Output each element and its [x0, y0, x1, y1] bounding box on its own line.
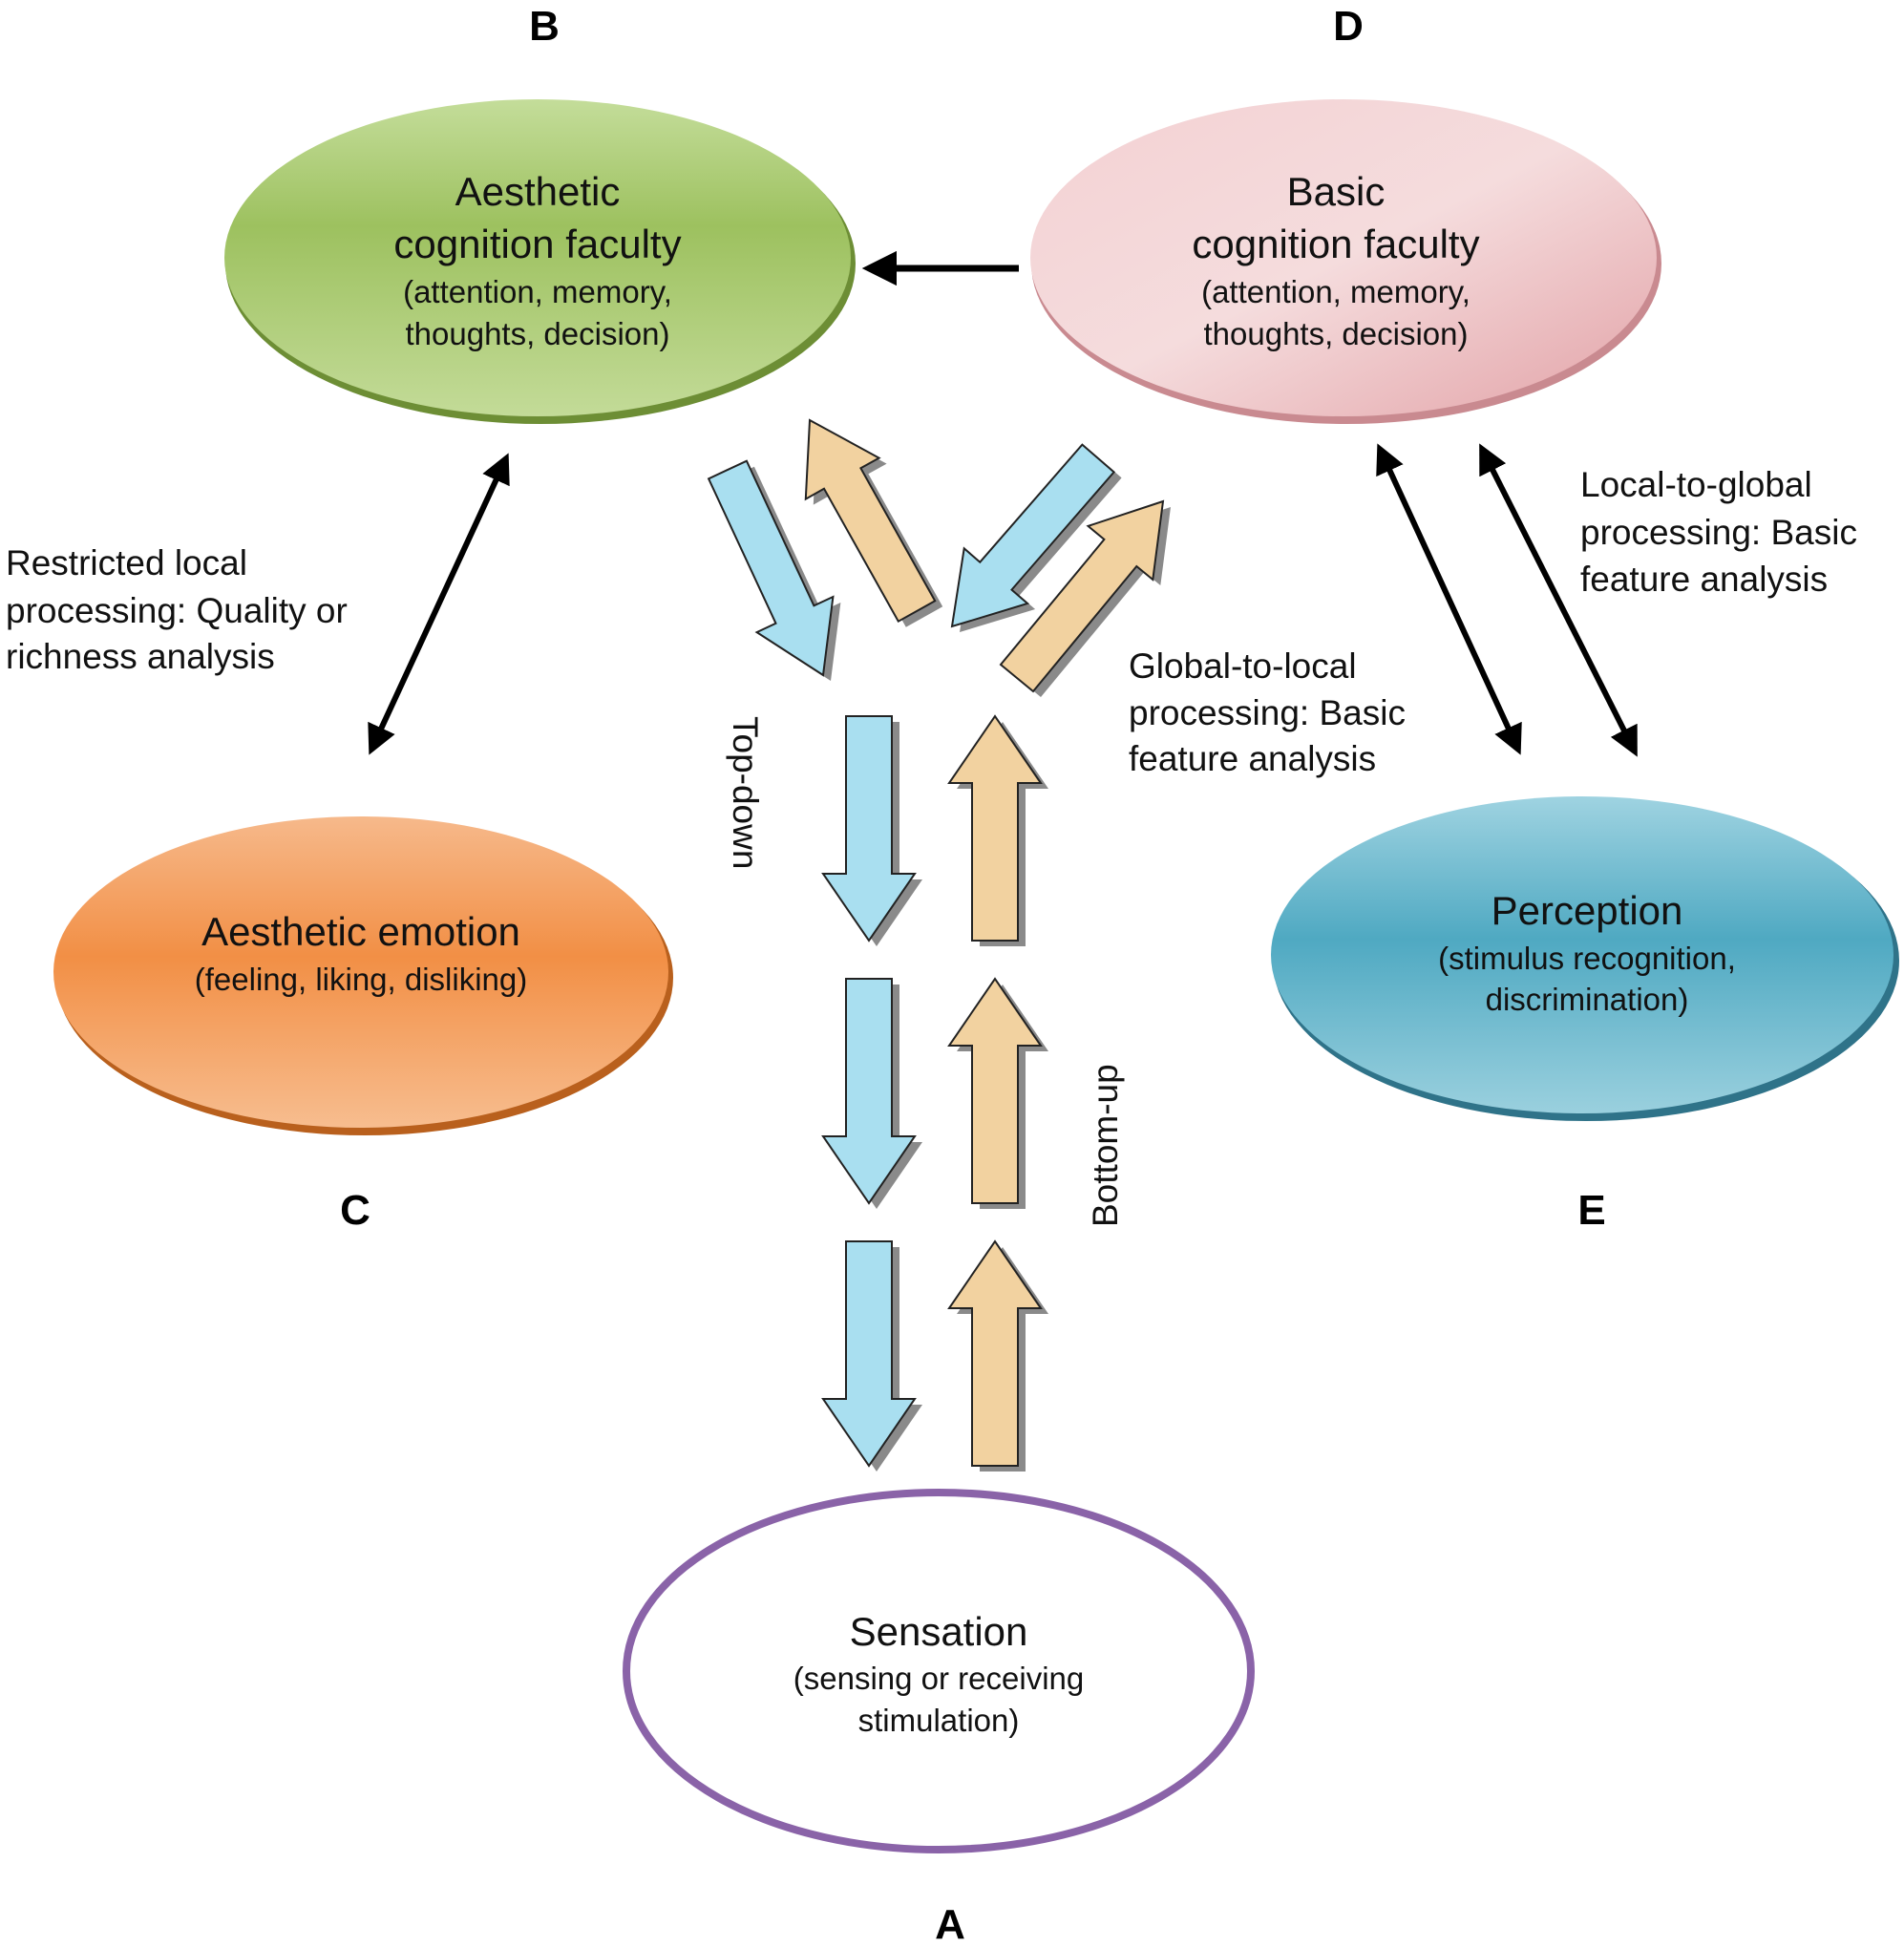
basic-cognition-text: Basic cognition faculty (attention, memo…: [1192, 169, 1479, 351]
block-arrows-group: [707, 418, 1171, 1472]
node-letter-d: D: [1333, 3, 1364, 50]
global-to-local-line-2: processing: Basic: [1129, 693, 1406, 732]
top-down-arrow-2: [821, 978, 917, 1205]
sensation-sub-1: (sensing or receiving: [793, 1661, 1084, 1696]
restricted-local-line-1: Restricted local: [6, 543, 247, 582]
global-to-local-line-3: feature analysis: [1129, 739, 1376, 778]
aesthetic-cognition-title-1: Aesthetic: [455, 169, 621, 214]
node-letter-c: C: [340, 1187, 370, 1234]
aesthetic-cognition-title-2: cognition faculty: [393, 222, 681, 266]
aesthetic-cognition-sub-2: thoughts, decision): [405, 316, 669, 351]
perception-title: Perception: [1491, 888, 1683, 933]
bottom-up-arrow-to-basic: [999, 499, 1165, 693]
aesthetic-emotion-title: Aesthetic emotion: [201, 909, 520, 954]
bottom-up-arrow-to-aesthetic: [804, 418, 937, 624]
basic-cognition-sub-1: (attention, memory,: [1201, 274, 1470, 309]
basic-cognition-sub-2: thoughts, decision): [1203, 316, 1468, 351]
aesthetic-emotion-sub: (feeling, liking, disliking): [195, 962, 527, 997]
top-down-arrow-3: [821, 1240, 917, 1468]
perception-text: Perception (stimulus recognition, discri…: [1438, 888, 1736, 1017]
aesthetic-cognition-text: Aesthetic cognition faculty (attention, …: [393, 169, 681, 351]
top-down-arrow-to-left: [707, 459, 835, 677]
restricted-local-line-3: richness analysis: [6, 637, 275, 676]
local-to-global-label: Local-to-global processing: Basic featur…: [1580, 465, 1857, 599]
sensation-text: Sensation (sensing or receiving stimulat…: [793, 1609, 1084, 1738]
top-down-arrow-from-basic: [950, 443, 1116, 628]
sensation-ellipse[interactable]: [623, 1489, 1255, 1853]
local-to-global-line-3: feature analysis: [1580, 560, 1828, 599]
bottom-up-arrow-2: [947, 977, 1043, 1204]
aesthetic-emotion-text: Aesthetic emotion (feeling, liking, disl…: [195, 909, 527, 997]
top-down-label: Top-down: [726, 716, 765, 869]
bottom-up-label: Bottom-up: [1086, 1064, 1125, 1227]
global-to-local-line-1: Global-to-local: [1129, 646, 1357, 686]
perception-ellipse[interactable]: [1271, 796, 1893, 1113]
aesthetic-emotion-ellipse[interactable]: [53, 816, 668, 1128]
perception-sub-1: (stimulus recognition,: [1438, 941, 1736, 976]
sensation-sub-2: stimulation): [858, 1703, 1020, 1738]
bottom-up-arrow-3: [947, 1239, 1043, 1467]
arrow-aesthetic-cognition-emotion: [368, 453, 510, 755]
basic-cognition-title-2: cognition faculty: [1192, 222, 1479, 266]
restricted-local-line-2: processing: Quality or: [6, 591, 348, 630]
aesthetic-cognition-sub-1: (attention, memory,: [403, 274, 672, 309]
node-letter-b: B: [529, 3, 560, 50]
node-letter-a: A: [935, 1901, 965, 1948]
local-to-global-line-1: Local-to-global: [1580, 465, 1812, 504]
global-to-local-label: Global-to-local processing: Basic featur…: [1129, 646, 1406, 778]
arrow-basic-perception-right: [1479, 443, 1638, 757]
basic-cognition-ellipse[interactable]: [1030, 99, 1657, 416]
local-to-global-line-2: processing: Basic: [1580, 513, 1857, 552]
node-letter-e: E: [1577, 1187, 1605, 1234]
restricted-local-label: Restricted local processing: Quality or …: [6, 543, 348, 676]
perception-sub-2: discrimination): [1486, 982, 1689, 1017]
basic-cognition-title-1: Basic: [1287, 169, 1386, 214]
sensation-title: Sensation: [850, 1609, 1028, 1654]
bottom-up-arrow-1: [947, 714, 1043, 942]
aesthetic-cognition-ellipse[interactable]: [224, 99, 851, 416]
top-down-arrow-1: [821, 715, 917, 942]
